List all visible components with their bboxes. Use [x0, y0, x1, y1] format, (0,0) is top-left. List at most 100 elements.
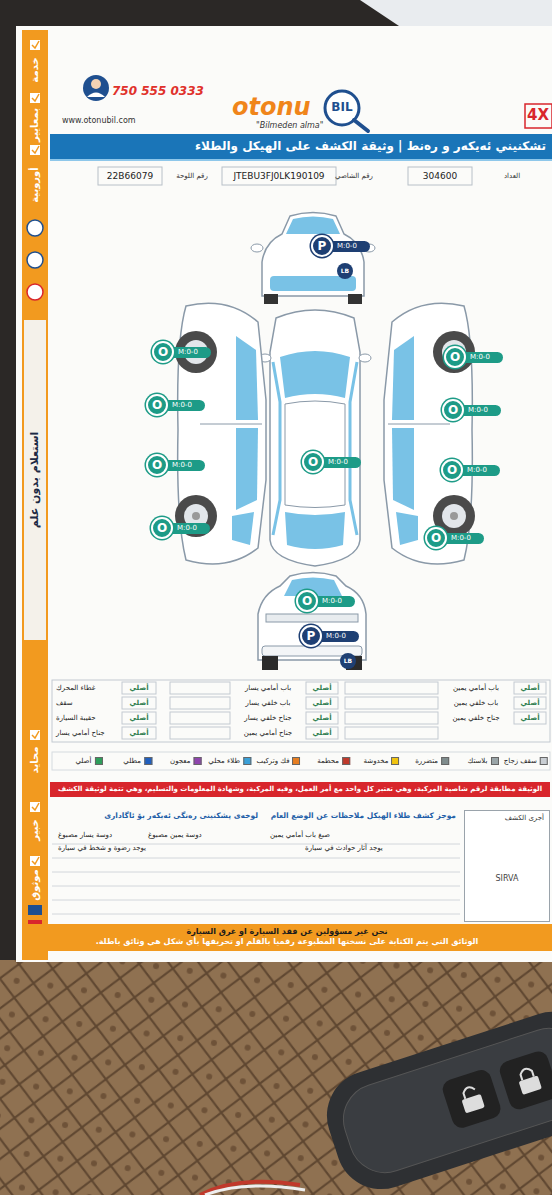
car-rear-view [258, 573, 366, 661]
thickness-value: M:0-0 [163, 460, 205, 471]
legend-swatch [392, 757, 400, 765]
sidebar-band [22, 30, 48, 960]
document-title: تشكنيني ئەيكەر و رەنط | وثيقة الكشف على … [195, 140, 546, 154]
panel-table [52, 680, 550, 742]
inspection-badge: OM:0-0 [302, 451, 361, 473]
ruled-lines [52, 900, 460, 901]
brand-logo [525, 104, 552, 128]
ruled-lines [52, 858, 460, 859]
inspection-badge: PM:0-0 [311, 235, 370, 257]
notice-text: الوثيقة مطابقة لرقم شاصية المركبة، وهي ت… [56, 785, 544, 794]
car-front-view [251, 213, 375, 305]
table-cell: باب أمامي يمين [453, 684, 499, 692]
table-cell: أصلي [312, 714, 331, 722]
car-key [462, 1086, 477, 1099]
sidebar-text: بمعايير [29, 108, 41, 142]
legend-text: متضررة [415, 758, 438, 765]
brand-text: otonu [232, 94, 311, 122]
panel-table [306, 697, 338, 709]
header-band [50, 134, 552, 161]
section-heading: موجز كشف طلاء الهيكل ملاحظات عن الوضع ال… [271, 812, 456, 821]
panel-table [122, 682, 156, 694]
table-cell: جناح خلفي يمين [453, 714, 500, 722]
legend-item: طلاء محلي [208, 757, 251, 765]
inspector-name: SIRVA [470, 874, 544, 884]
brand-logo [354, 120, 368, 131]
inspection-badge: OM:0-0 [444, 346, 503, 368]
info-field: 22B66079 [107, 171, 153, 181]
note-text: صبغ باب أمامي يمين [270, 832, 330, 839]
legend-swatch [95, 757, 103, 765]
thickness-value: M:0-0 [328, 241, 370, 252]
grade-letter: O [444, 346, 466, 368]
key-cable [200, 1182, 305, 1195]
car-rear-view [262, 656, 278, 670]
inspection-badge: OM:0-0 [442, 399, 501, 421]
legend-text: سقف زجاج [504, 758, 537, 765]
table-cell: باب خلفي يمين [454, 699, 499, 707]
note-text: دوسة يمين مصبوغ [148, 832, 202, 839]
table-cell: باب أمامي يسار [245, 684, 291, 692]
thickness-value: M:0-0 [442, 533, 484, 544]
table-cell: غطاء المحرك [56, 684, 95, 692]
panel-table [345, 697, 438, 709]
grade-letter: O [151, 517, 173, 539]
table-cell: جناح خلفي يسار [244, 714, 291, 722]
sidebar-text: موثوق [29, 869, 41, 900]
car-top-view [285, 401, 345, 508]
grade-letter: O [442, 399, 464, 421]
car-front-view [264, 294, 278, 304]
table-cell: أصلي [520, 714, 539, 722]
table-cell: أصلي [520, 699, 539, 707]
panel-table [514, 682, 546, 694]
check-box [32, 857, 39, 864]
inspection-badge: OM:0-0 [425, 527, 484, 549]
sidebar-text: خدمة [29, 57, 41, 82]
grade-letter: O [425, 527, 447, 549]
grade-letter: O [302, 451, 324, 473]
car-key [497, 1049, 552, 1112]
info-field [222, 167, 336, 185]
paper-sheet [16, 26, 552, 962]
car-side-view [384, 303, 475, 564]
table-cell: باب خلفي يسار [246, 699, 291, 707]
car-top-view [350, 362, 357, 535]
legend-text: بلاستك [467, 758, 487, 765]
info-field [98, 167, 162, 185]
legend-swatch [243, 757, 251, 765]
thickness-value: M:0-0 [169, 347, 211, 358]
inspection-badge: OM:0-0 [441, 459, 500, 481]
sidebar-band [22, 30, 48, 960]
notice-band: نحن غير مسؤولين عن فقد السيارة او غرق ال… [22, 924, 552, 951]
ruled-lines [52, 872, 460, 873]
car-key [315, 1000, 552, 1195]
thickness-value: M:0-0 [168, 523, 210, 534]
brand-text: 4X [527, 107, 549, 124]
panel-table [514, 712, 546, 724]
brand-logo [83, 75, 552, 131]
sidebar-text: محايد [29, 747, 41, 774]
legend-text: طلاء محلي [208, 758, 240, 765]
sidebar-band [24, 320, 46, 640]
info-field [98, 167, 472, 185]
check-box [32, 803, 39, 810]
legend-text: مطلي [123, 758, 141, 765]
panel-table [345, 712, 438, 724]
brand-logo [91, 79, 101, 89]
legend-text: معجون [170, 758, 190, 765]
inspection-badge: OM:0-0 [151, 517, 210, 539]
grade-letter: O [296, 590, 318, 612]
legend-swatch [540, 757, 548, 765]
legend-item: فك وتركيب [257, 757, 301, 765]
legend-frame [52, 752, 550, 770]
panel-table [306, 712, 338, 724]
car-front-view [262, 213, 364, 297]
notice-text: نحن غير مسؤولين عن فقد السيارة او غرق ال… [28, 927, 546, 937]
car-front-view [286, 217, 340, 235]
brand-logo [87, 93, 105, 98]
check-box [30, 856, 40, 866]
badge-icon [28, 905, 42, 915]
